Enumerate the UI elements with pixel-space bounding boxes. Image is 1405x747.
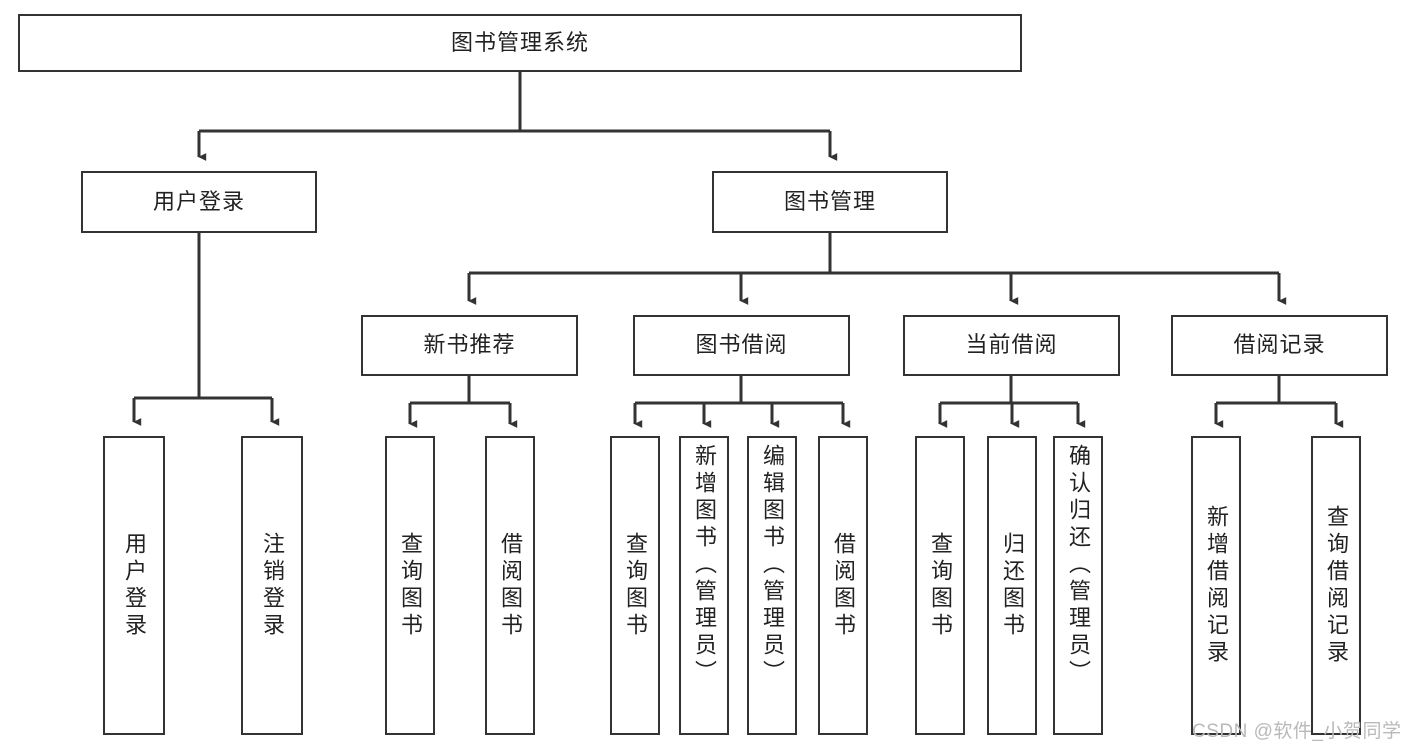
node-leaf-borrow-book-rec[interactable]: 借阅图书 xyxy=(485,436,535,735)
node-leaf-confirm-return-label: 确认归还（管理员） xyxy=(1066,444,1091,687)
node-leaf-user-login-label: 用户登录 xyxy=(122,531,147,640)
node-leaf-return-book[interactable]: 归还图书 xyxy=(987,436,1037,735)
node-user-login[interactable]: 用户登录 xyxy=(81,171,317,233)
node-leaf-borrow-book[interactable]: 借阅图书 xyxy=(818,436,868,735)
node-leaf-query-book-cur[interactable]: 查询图书 xyxy=(915,436,965,735)
node-new-book-rec-label: 新书推荐 xyxy=(423,332,516,358)
node-leaf-query-book-cur-label: 查询图书 xyxy=(928,531,953,640)
node-leaf-add-record-label: 新增借阅记录 xyxy=(1204,504,1229,667)
node-book-borrow-label: 图书借阅 xyxy=(695,332,788,358)
node-root[interactable]: 图书管理系统 xyxy=(18,14,1022,72)
node-borrow-record-label: 借阅记录 xyxy=(1233,332,1326,358)
node-leaf-query-book-borrow-label: 查询图书 xyxy=(623,531,648,640)
node-leaf-query-book-rec-label: 查询图书 xyxy=(398,531,423,640)
node-current-borrow-label: 当前借阅 xyxy=(965,332,1058,358)
node-leaf-return-book-label: 归还图书 xyxy=(1000,531,1025,640)
node-leaf-confirm-return[interactable]: 确认归还（管理员） xyxy=(1053,436,1103,735)
node-root-label: 图书管理系统 xyxy=(450,29,589,55)
node-leaf-edit-book[interactable]: 编辑图书（管理员） xyxy=(747,436,797,735)
node-leaf-query-book-rec[interactable]: 查询图书 xyxy=(385,436,435,735)
node-borrow-record[interactable]: 借阅记录 xyxy=(1171,315,1388,376)
node-leaf-query-record-label: 查询借阅记录 xyxy=(1324,504,1349,667)
node-current-borrow[interactable]: 当前借阅 xyxy=(903,315,1120,376)
node-leaf-add-record[interactable]: 新增借阅记录 xyxy=(1191,436,1241,735)
node-book-manage-label: 图书管理 xyxy=(783,188,876,214)
node-leaf-edit-book-label: 编辑图书（管理员） xyxy=(760,444,785,687)
node-leaf-logout[interactable]: 注销登录 xyxy=(241,436,303,735)
node-leaf-add-book-label: 新增图书（管理员） xyxy=(692,444,717,687)
node-user-login-label: 用户登录 xyxy=(152,188,245,214)
node-leaf-query-record[interactable]: 查询借阅记录 xyxy=(1311,436,1361,735)
node-leaf-user-login[interactable]: 用户登录 xyxy=(103,436,165,735)
node-leaf-borrow-book-rec-label: 借阅图书 xyxy=(498,531,523,640)
node-new-book-rec[interactable]: 新书推荐 xyxy=(361,315,578,376)
node-leaf-add-book[interactable]: 新增图书（管理员） xyxy=(679,436,729,735)
node-leaf-logout-label: 注销登录 xyxy=(260,531,285,640)
node-book-borrow[interactable]: 图书借阅 xyxy=(633,315,850,376)
node-leaf-query-book-borrow[interactable]: 查询图书 xyxy=(610,436,660,735)
csdn-watermark: CSDN @软件_小贺同学 xyxy=(1192,721,1402,742)
node-book-manage[interactable]: 图书管理 xyxy=(712,171,948,233)
node-leaf-borrow-book-label: 借阅图书 xyxy=(831,531,856,640)
